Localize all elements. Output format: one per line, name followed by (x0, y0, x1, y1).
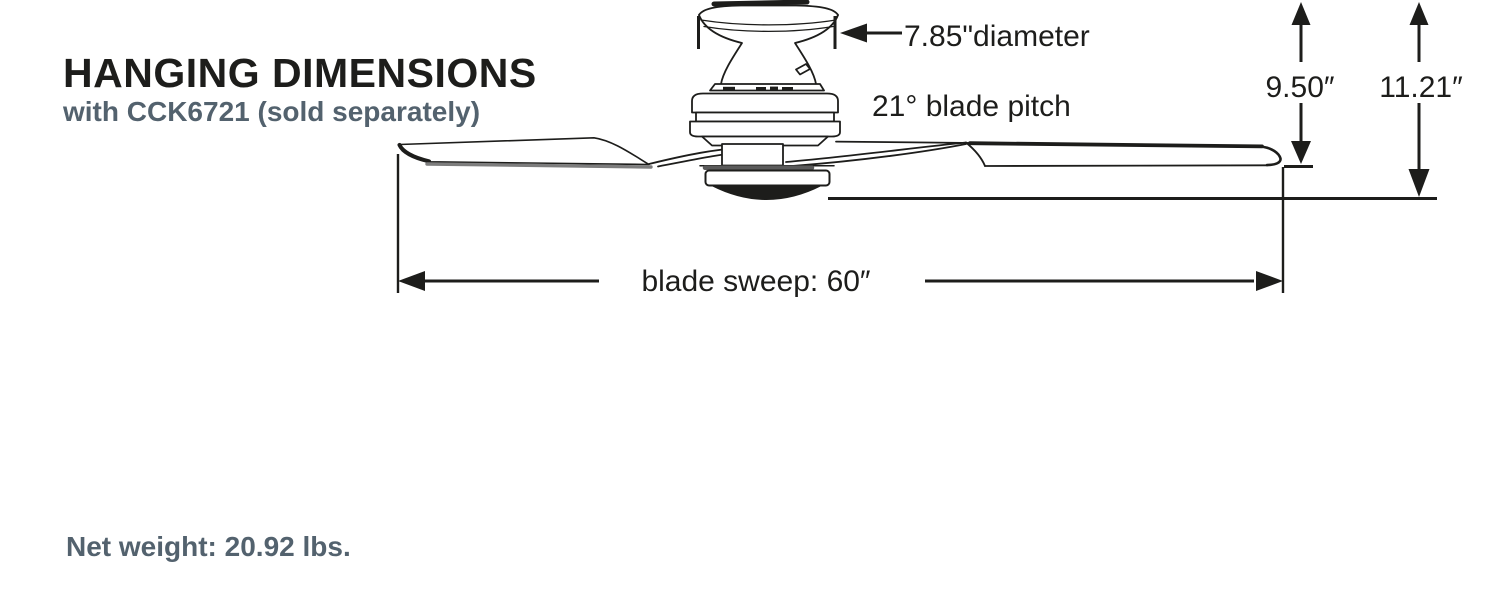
right-blade-top-thin (835, 140, 976, 144)
light-kit (702, 165, 831, 200)
rear-blade-right-upper (785, 141, 967, 163)
diameter-arrowhead (840, 23, 867, 43)
overall-height-dimension (828, 2, 1437, 200)
right-blade (835, 140, 1282, 167)
canopy (698, 0, 839, 92)
overall-height-label: 11.21″ (1379, 71, 1463, 104)
sweep-arrowhead-right (1256, 271, 1283, 291)
blade-sweep-dimension (396, 154, 1285, 293)
left-blade (397, 137, 653, 169)
blade-hub (721, 143, 784, 167)
ceiling-line (711, 0, 810, 7)
canopy-seam-2 (703, 25, 834, 33)
canopy-left-profile (698, 14, 743, 85)
blade-root-arc (965, 141, 986, 167)
motor-top-band (691, 92, 839, 114)
right-blade-bottom (984, 164, 1269, 167)
diameter-label: 7.85"diameter (904, 20, 1090, 53)
down-arrowhead-1 (1291, 141, 1311, 164)
motor-bottom-band (689, 120, 841, 138)
dimension-lines (396, 2, 1437, 293)
mounting-screws (723, 86, 793, 91)
hanging-height-label: 9.50″ (1265, 71, 1334, 104)
blade-sweep-label: blade sweep: 60″ (641, 265, 870, 298)
sweep-arrowhead-left (398, 271, 425, 291)
down-arrowhead-2 (1408, 169, 1430, 197)
blade-pitch-label: 21° blade pitch (872, 90, 1071, 123)
light-kit-housing (704, 169, 831, 187)
ceiling-fan-illustration (397, 0, 1282, 200)
left-blade-shadow (425, 162, 653, 169)
canopy-seam-1 (700, 19, 837, 26)
rear-blade-right-lower (791, 143, 967, 167)
canopy-top (698, 4, 839, 16)
right-blade-top-thick (968, 141, 1264, 149)
hanging-height-dimension (1284, 2, 1313, 168)
up-arrowhead-1 (1291, 2, 1311, 25)
left-blade-outline (398, 137, 650, 166)
diameter-dimension (697, 16, 902, 49)
light-lens (711, 186, 822, 200)
motor-housing (689, 92, 841, 147)
page-subtitle: with CCK6721 (sold separately) (63, 96, 481, 127)
set-screw (795, 63, 811, 76)
left-blade-tip-edge (397, 143, 431, 164)
up-arrowhead-2 (1409, 2, 1429, 25)
motor-groove (695, 111, 835, 123)
page-title: HANGING DIMENSIONS (63, 50, 537, 96)
canopy-right-profile (794, 14, 839, 85)
right-blade-tip (1259, 145, 1282, 167)
mounting-plate (709, 83, 825, 92)
net-weight-label: Net weight: 20.92 lbs. (66, 531, 351, 562)
